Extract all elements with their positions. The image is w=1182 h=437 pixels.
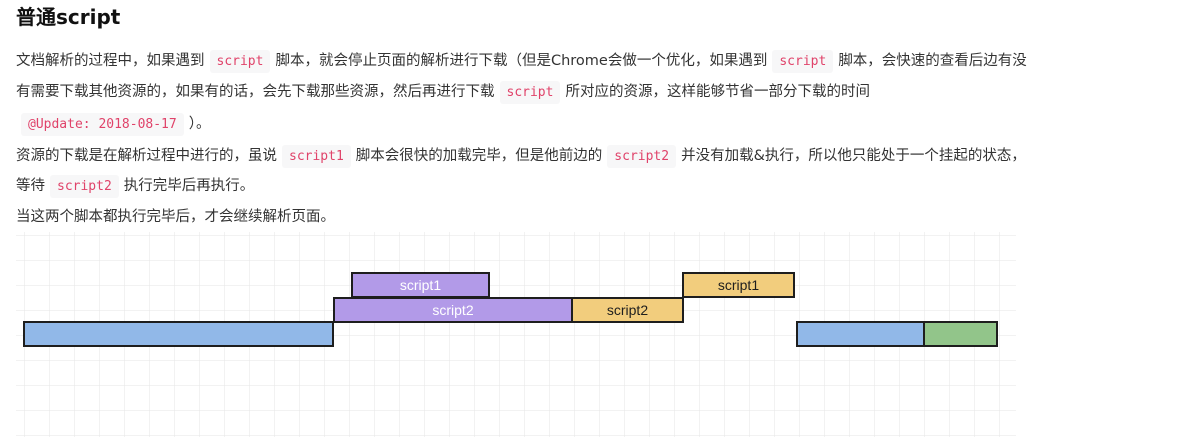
bar-label: script1 bbox=[399, 277, 442, 293]
text: ）。 bbox=[188, 116, 211, 132]
inline-code: script bbox=[772, 50, 834, 73]
inline-code: script2 bbox=[607, 145, 677, 168]
text: 并没有加载&执行，所以他只能处于一个挂起的状态， bbox=[681, 148, 1026, 164]
bar-label: script2 bbox=[606, 302, 649, 318]
parse-complete-bar bbox=[923, 321, 998, 347]
script2-download-bar: script2 bbox=[333, 297, 573, 323]
paragraph-line: @Update: 2018-08-17）。 bbox=[16, 111, 210, 138]
script2-execute-bar: script2 bbox=[571, 297, 684, 323]
inline-code: script2 bbox=[50, 175, 119, 198]
page-title: 普通script bbox=[16, 5, 121, 29]
text: 脚本会很快的加载完毕，但是他前边的 bbox=[355, 148, 603, 164]
script1-download-bar: script1 bbox=[351, 272, 490, 298]
inline-code: script1 bbox=[282, 145, 351, 168]
paragraph-line: 当这两个脚本都执行完毕后，才会继续解析页面。 bbox=[16, 204, 335, 230]
bar-label: script1 bbox=[717, 277, 760, 293]
text: 资源的下载是在解析过程中进行的，虽说 bbox=[16, 148, 277, 164]
text: 等待 bbox=[16, 178, 45, 194]
script1-execute-bar: script1 bbox=[682, 272, 795, 298]
script-timeline-diagram: script1 script2 script2 script1 bbox=[16, 232, 1016, 437]
text: 文档解析的过程中，如果遇到 bbox=[16, 53, 205, 69]
inline-code: script bbox=[499, 81, 561, 104]
text: 当这两个脚本都执行完毕后，才会继续解析页面。 bbox=[16, 209, 335, 225]
update-date-code: @Update: 2018-08-17 bbox=[21, 113, 184, 136]
html-parse-bar-start bbox=[23, 321, 334, 347]
inline-code: script bbox=[209, 50, 271, 73]
text: 所对应的资源，这样能够节省一部分下载的时间 bbox=[565, 84, 870, 100]
text: 脚本，就会停止页面的解析进行下载（但是Chrome会做一个优化，如果遇到 bbox=[275, 53, 768, 69]
text: 有需要下载其他资源的，如果有的话，会先下载那些资源，然后再进行下载 bbox=[16, 84, 495, 100]
html-parse-bar-resume bbox=[796, 321, 925, 347]
text: 执行完毕后再执行。 bbox=[123, 178, 255, 194]
text: 脚本，会快速的查看后边有没 bbox=[838, 53, 1027, 69]
bar-label: script2 bbox=[432, 302, 474, 318]
